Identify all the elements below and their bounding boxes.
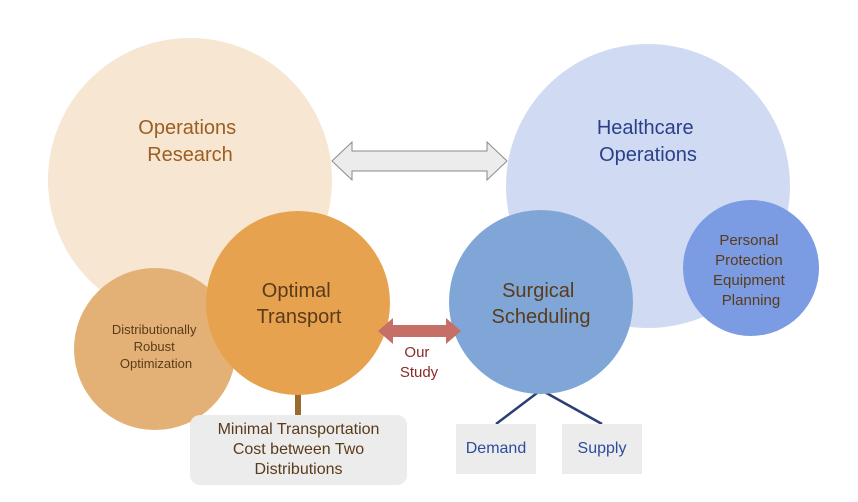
dro-line1: Distributionally xyxy=(112,322,197,337)
operations-research-line2: Research xyxy=(147,144,233,166)
surgical-scheduling-line1: Surgical xyxy=(502,280,574,302)
our-study-line2: Study xyxy=(400,364,439,381)
minimal-transportation-cost-box: Minimal Transportation Cost between Two … xyxy=(190,415,407,485)
optimal-transport-stem xyxy=(295,388,301,416)
surgical-scheduling-line2: Scheduling xyxy=(492,306,591,328)
our-study-line1: Our xyxy=(404,344,429,361)
optimal-transport-label: Optimal Transport xyxy=(257,280,342,328)
demand-box: Demand xyxy=(456,424,536,474)
ppe-planning-label: Personal Protection Equipment Planning xyxy=(713,232,789,309)
operations-research-line1: Operations xyxy=(138,117,236,139)
mtc-line3: Distributions xyxy=(254,461,343,478)
or-ho-double-arrow xyxy=(331,140,508,182)
healthcare-operations-line2: Operations xyxy=(599,144,697,166)
optimal-transport-circle xyxy=(206,211,390,395)
dro-circle xyxy=(74,268,236,430)
supply-box: Supply xyxy=(562,424,642,474)
dro-line3: Optimization xyxy=(120,356,192,371)
branch-to-demand xyxy=(495,389,542,425)
ppe-line3: Equipment xyxy=(713,272,786,289)
ppe-line2: Protection xyxy=(715,252,783,269)
optimal-transport-line1: Optimal xyxy=(262,280,331,302)
mtc-line2: Cost between Two xyxy=(232,441,365,458)
dro-line2: Robust xyxy=(134,339,176,354)
mtc-line1: Minimal Transportation xyxy=(217,421,380,438)
minimal-transportation-cost-text: Minimal Transportation Cost between Two … xyxy=(218,420,380,480)
ppe-line4: Planning xyxy=(722,292,780,309)
healthcare-operations-label: Healthcare Operations xyxy=(597,117,699,166)
demand-label: Demand xyxy=(465,440,527,457)
dro-label: Distributionally Robust Optimization xyxy=(112,322,200,371)
ppe-line1: Personal xyxy=(719,232,778,249)
optimal-transport-line2: Transport xyxy=(257,306,342,328)
ppe-planning-circle xyxy=(683,200,819,336)
our-study-arrow xyxy=(378,318,461,344)
surgical-scheduling-circle xyxy=(449,210,633,394)
supply-label: Supply xyxy=(577,440,627,457)
branch-to-supply xyxy=(540,388,603,426)
our-study-label: Our Study xyxy=(400,344,439,381)
operations-research-label: Operations Research xyxy=(138,117,241,166)
healthcare-operations-line1: Healthcare xyxy=(597,117,694,139)
surgical-scheduling-label: Surgical Scheduling xyxy=(492,280,591,328)
